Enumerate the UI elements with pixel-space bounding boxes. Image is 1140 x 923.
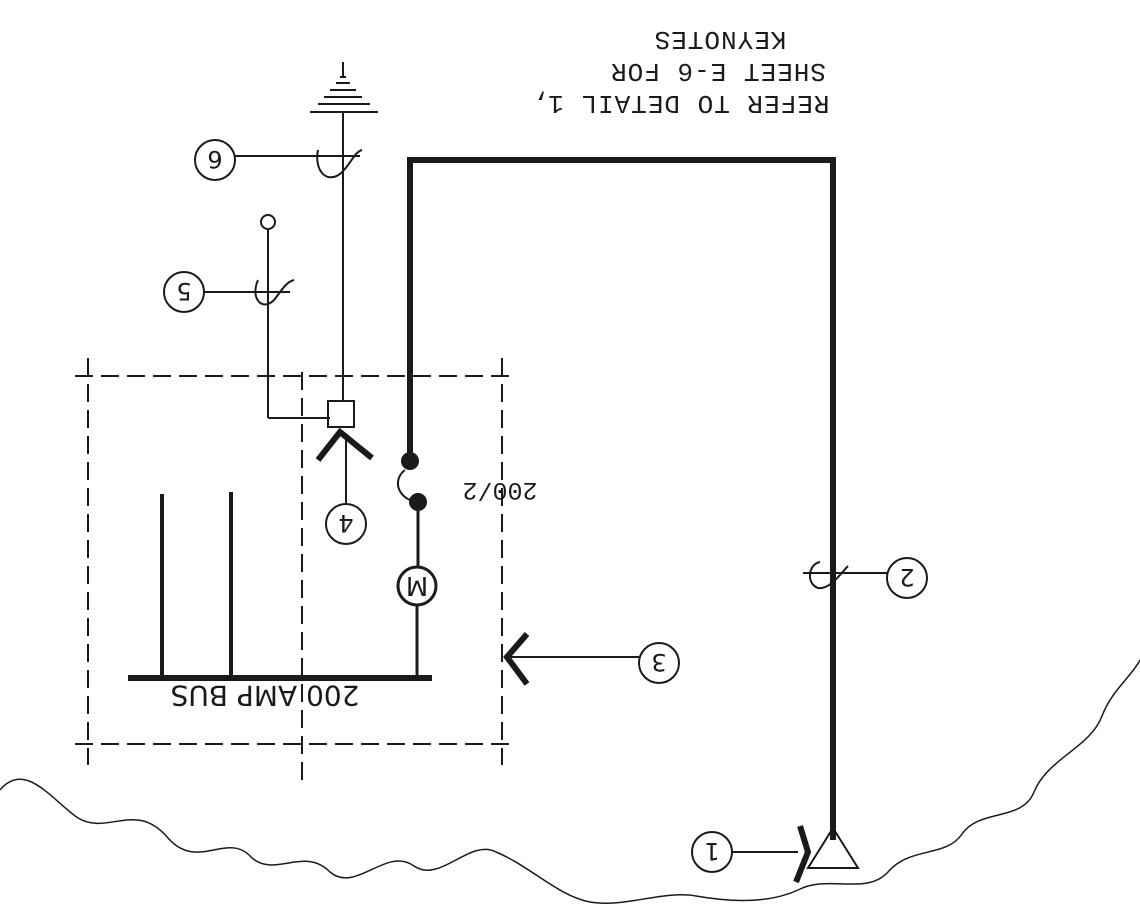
callout-3: 3 [503,632,680,686]
callout-2: 2 [803,557,928,599]
service-feeder [407,157,836,840]
callout-6-label: 6 [207,145,222,173]
callout-5-label: 5 [176,277,191,305]
callout-5: 5 [163,271,295,313]
callout-4: 4 [325,438,367,545]
callout-3-label: 3 [651,648,666,676]
keynote-line-1: KEYNOTES [654,24,787,54]
callout-6: 6 [194,139,363,181]
keynote-line-2: SHEET E-6 FOR [610,56,826,86]
bonding-conductor [260,214,330,419]
ground-symbol [310,62,378,113]
panel-outline [75,358,510,780]
meter-label: M [406,570,428,600]
callout-4-label: 4 [338,509,353,537]
keynote-line-3: REFER TO DETAIL 1, [531,88,830,118]
bus-bar: 200 AMP BUS [128,492,432,712]
callout-1-label: 1 [704,837,719,865]
ground-bus-box [315,400,374,462]
breaker-terminal-top [401,452,419,470]
meter: M [396,565,438,678]
revision-cloud [0,659,1140,904]
service-point-triangle [806,826,860,869]
callout-2-label: 2 [899,563,914,591]
bus-label: 200 AMP BUS [171,679,360,712]
main-breaker: 200/2 [397,452,538,566]
callout-1: 1 [691,825,812,884]
breaker-label: 200/2 [462,475,537,504]
breaker-terminal-bottom [409,493,427,511]
keynote-note: KEYNOTES SHEET E-6 FOR REFER TO DETAIL 1… [531,24,830,118]
